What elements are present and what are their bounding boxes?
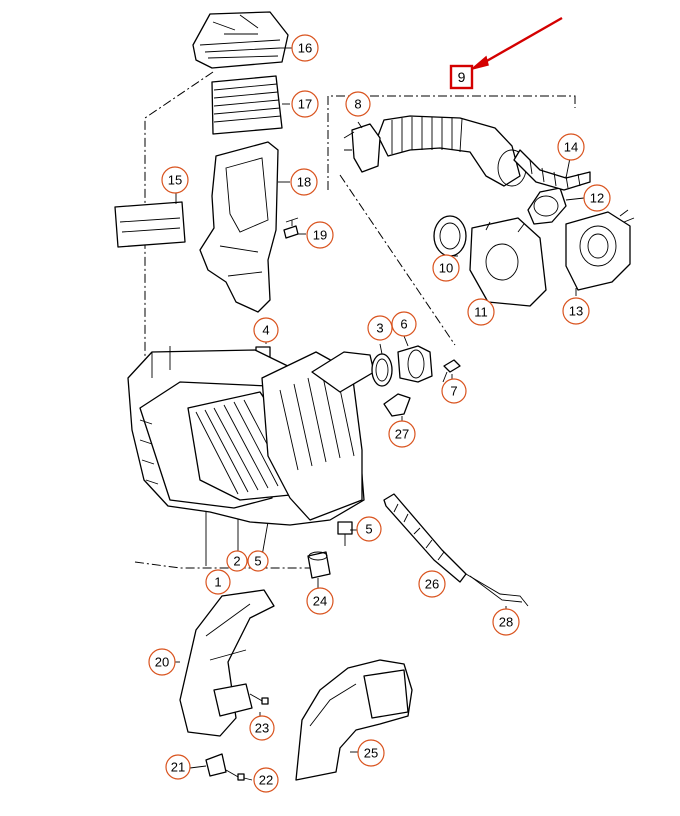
air-guide-part (199, 141, 279, 313)
callout-16: 16 (291, 34, 319, 62)
callout-6: 6 (391, 311, 417, 337)
adapter-6-part (397, 345, 433, 383)
seal-10-part (433, 215, 467, 257)
highlight-part-9[interactable]: 9 (449, 64, 474, 90)
screw-5-lower-part (337, 521, 353, 546)
callout-14: 14 (557, 133, 585, 161)
bracket-21-part (205, 753, 227, 777)
leader-lines (174, 47, 585, 781)
intake-housing-11-part (469, 217, 547, 307)
callout-25: 25 (357, 739, 385, 767)
flex-hose-26-part (383, 493, 467, 583)
callout-26: 26 (418, 570, 446, 598)
callout-label: 14 (564, 140, 578, 155)
callout-11: 11 (467, 298, 495, 326)
callout-label: 24 (313, 594, 327, 609)
callout-20: 20 (148, 648, 176, 676)
callout-label: 18 (297, 175, 311, 190)
intake-hose-9-part (377, 115, 527, 187)
airbox-lid-part (192, 11, 289, 69)
callout-7: 7 (441, 378, 467, 404)
callout-label: 10 (439, 261, 453, 276)
callout-label: 7 (450, 384, 457, 399)
callout-5-right: 5 (356, 516, 382, 542)
callout-label: 17 (298, 97, 312, 112)
screw-22-part (225, 769, 245, 781)
callout-4: 4 (253, 317, 279, 343)
vent-hose-14-part (513, 149, 591, 191)
callout-label: 5 (365, 522, 372, 537)
seal-ring-3-part (371, 353, 393, 387)
callout-28: 28 (492, 608, 520, 636)
callout-label: 27 (395, 427, 409, 442)
callout-label: 21 (171, 760, 185, 775)
callout-label: 12 (590, 191, 604, 206)
grommet-24-part (307, 551, 331, 579)
highlight-label: 9 (458, 69, 466, 85)
callout-label: 28 (499, 615, 513, 630)
callout-label: 13 (569, 304, 583, 319)
screw-7-part (442, 359, 461, 383)
screw-19-part (283, 217, 299, 239)
callout-label: 16 (298, 41, 312, 56)
callout-12: 12 (583, 184, 611, 212)
callout-label: 15 (168, 173, 182, 188)
callout-8: 8 (345, 91, 371, 117)
clamp-8-part (343, 123, 381, 173)
callout-label: 5 (254, 554, 261, 569)
highlight-box[interactable] (449, 64, 474, 90)
callout-3: 3 (367, 315, 393, 341)
callout-19: 19 (306, 221, 334, 249)
callout-24: 24 (306, 587, 334, 615)
clamp-12-part (527, 187, 567, 225)
callout-label: 26 (425, 577, 439, 592)
callout-label: 8 (354, 97, 361, 112)
callout-label: 20 (155, 655, 169, 670)
air-filter-housing-part (127, 346, 375, 526)
throttle-body-13-part (565, 209, 635, 291)
red-arrow-icon (471, 16, 563, 70)
screw-23-part (249, 693, 269, 705)
callout-label: 4 (262, 323, 269, 338)
callout-label: 25 (364, 746, 378, 761)
foam-pad-part (114, 201, 186, 248)
callout-5-left: 5 (247, 550, 269, 572)
callout-23: 23 (249, 715, 275, 741)
callout-label: 2 (233, 554, 240, 569)
filter-element-top-part (211, 75, 283, 135)
clip-27-part (383, 393, 411, 417)
callout-label: 23 (255, 721, 269, 736)
callout-label: 6 (400, 317, 407, 332)
callout-17: 17 (291, 90, 319, 118)
callout-2: 2 (226, 550, 248, 572)
callout-15: 15 (161, 166, 189, 194)
callout-27: 27 (388, 420, 416, 448)
callout-label: 22 (259, 773, 273, 788)
callout-label: 11 (474, 305, 488, 320)
air-duct-20-part (179, 589, 275, 737)
callout-22: 22 (253, 767, 279, 793)
callout-label: 19 (313, 228, 327, 243)
callout-18: 18 (290, 168, 318, 196)
callout-10: 10 (432, 254, 460, 282)
callout-13: 13 (562, 297, 590, 325)
callout-1: 1 (205, 569, 231, 595)
callout-label: 1 (214, 575, 221, 590)
wire-28-part (465, 573, 529, 607)
wheel-arch-liner-25-part (295, 659, 413, 781)
callout-label: 3 (376, 321, 383, 336)
callout-21: 21 (165, 754, 191, 780)
